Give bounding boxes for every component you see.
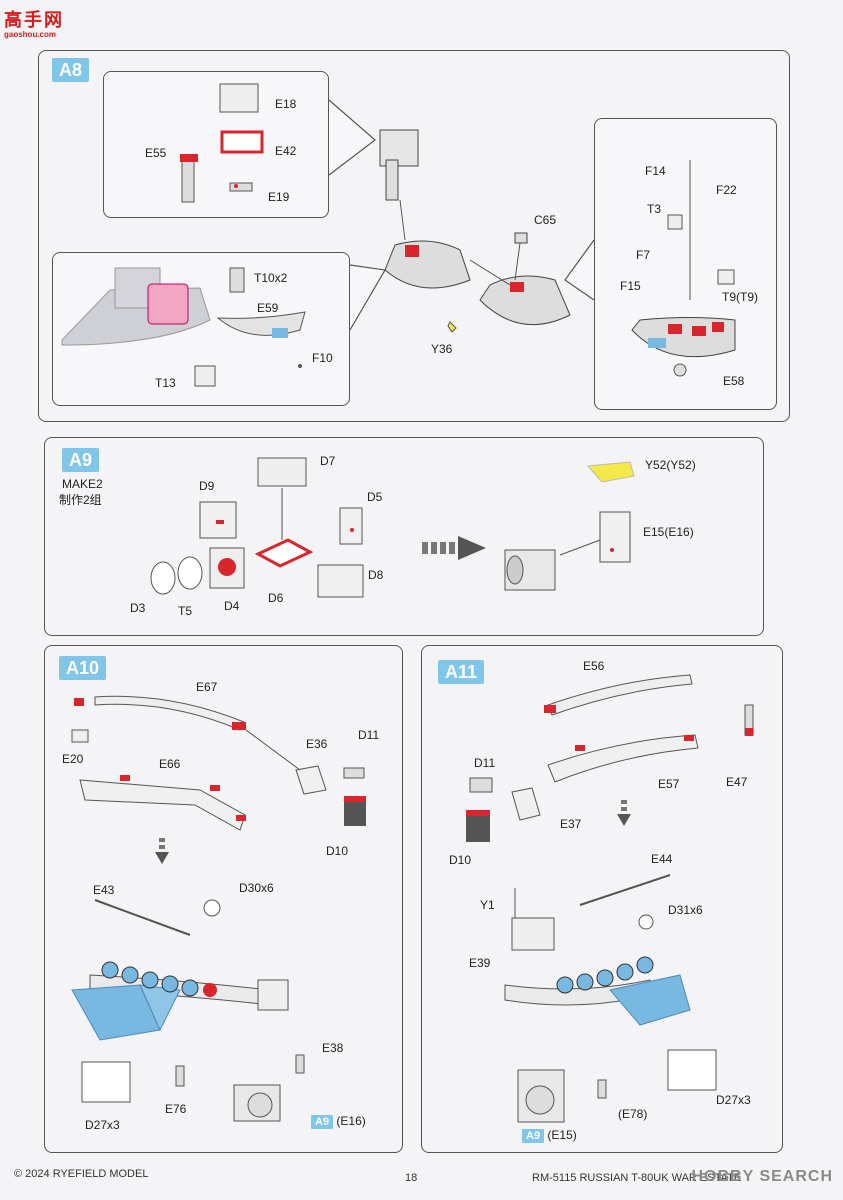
a8-part-label: T3 (647, 202, 662, 216)
a10-part-label: D10 (326, 844, 349, 858)
a9-part-label: T5 (178, 604, 193, 618)
a9-part-label: D3 (130, 601, 146, 615)
footer-page-number: 18 (405, 1172, 418, 1184)
a9-make-count-cn: 制作2组 (59, 493, 102, 507)
a9-make-count: MAKE2 (62, 477, 103, 491)
a8-part-label: E58 (723, 374, 745, 388)
a8-part-label: T13 (155, 376, 176, 390)
a11-ref-step-tag: A9 (522, 1129, 545, 1143)
site-logo: 高手网 gaoshou.com (4, 6, 64, 39)
a10-part-label: E20 (62, 752, 84, 766)
a11-ref-part: (E15) (547, 1128, 577, 1142)
a9-part-label: D5 (367, 490, 383, 504)
a9-part-label: D9 (199, 479, 215, 493)
a10-part-label: D27x3 (85, 1118, 120, 1132)
a8-part-label: F15 (620, 279, 641, 293)
footer-product-tail: WAR ESTATE (671, 1172, 742, 1184)
a10-ref-part: (E16) (336, 1114, 366, 1128)
a8-part-label: F14 (645, 164, 666, 178)
a11-part-label: E39 (469, 956, 491, 970)
a9-part-label: D6 (268, 591, 284, 605)
step-a11-panel (421, 645, 783, 1153)
a10-ref-step-tag: A9 (311, 1115, 334, 1129)
a9-part-label: E15(E16) (643, 525, 694, 539)
a11-part-label: D27x3 (716, 1093, 751, 1107)
footer-product-name: RM-5115 RUSSIAN T-80UK WAR ESTATE (532, 1172, 741, 1184)
a11-part-label: Y1 (480, 898, 495, 912)
a8-part-label: E18 (275, 97, 297, 111)
a11-ref-callout: A9 (E15) (522, 1129, 577, 1143)
a11-part-label: E57 (658, 777, 680, 791)
a10-part-label: E38 (322, 1041, 344, 1055)
a11-part-label: E37 (560, 817, 582, 831)
step-a10-badge: A10 (59, 656, 107, 680)
step-a8-badge: A8 (52, 58, 90, 82)
a9-part-label: Y52(Y52) (645, 458, 696, 472)
a8-part-label: E19 (268, 190, 290, 204)
a10-part-label: D30x6 (239, 881, 274, 895)
step-a10-panel (44, 645, 403, 1153)
a11-part-label: D10 (449, 853, 472, 867)
a10-part-label: E66 (159, 757, 181, 771)
a11-part-label: E44 (651, 852, 673, 866)
a9-part-label: D8 (368, 568, 384, 582)
a11-part-label: E47 (726, 775, 748, 789)
a9-part-label: D7 (320, 454, 336, 468)
a8-part-label: T9(T9) (722, 290, 758, 304)
a8-part-label: F7 (636, 248, 651, 262)
a8-part-label: Y36 (431, 342, 453, 356)
a8-part-label: F10 (312, 351, 333, 365)
a11-part-label: D11 (474, 756, 496, 770)
a10-part-label: E43 (93, 883, 115, 897)
a8-part-label: E55 (145, 146, 167, 160)
a10-part-label: E36 (306, 737, 328, 751)
a8-part-label: E42 (275, 144, 297, 158)
step-a9-panel (44, 437, 764, 636)
step-a11-badge: A11 (438, 660, 485, 684)
a10-part-label: E67 (196, 680, 218, 694)
a11-part-label: E56 (583, 659, 605, 673)
a8-callout-box-right (594, 118, 777, 410)
a8-callout-box-top (103, 71, 329, 218)
a11-part-label: (E78) (618, 1107, 648, 1121)
a10-part-label: E76 (165, 1102, 187, 1116)
a8-part-label: T10x2 (254, 271, 288, 285)
a8-part-label: C65 (534, 213, 557, 227)
a10-part-label: D11 (358, 728, 380, 742)
a8-part-label: F22 (716, 183, 737, 197)
step-a9-badge: A9 (62, 448, 100, 472)
a10-ref-callout: A9 (E16) (311, 1115, 366, 1129)
site-logo-title: 高手网 (4, 10, 64, 30)
a9-part-label: D4 (224, 599, 240, 613)
footer-copyright: © 2024 RYEFIELD MODEL (14, 1168, 149, 1180)
step-a8-panel (38, 50, 790, 422)
hobby-search-watermark: HOBBY SEARCH (691, 1168, 833, 1185)
footer-product-code: RM-5115 RUSSIAN T-80UK (532, 1172, 669, 1184)
a11-part-label: D31x6 (668, 903, 703, 917)
site-logo-url: gaoshou.com (4, 30, 57, 39)
a8-part-label: E59 (257, 301, 279, 315)
